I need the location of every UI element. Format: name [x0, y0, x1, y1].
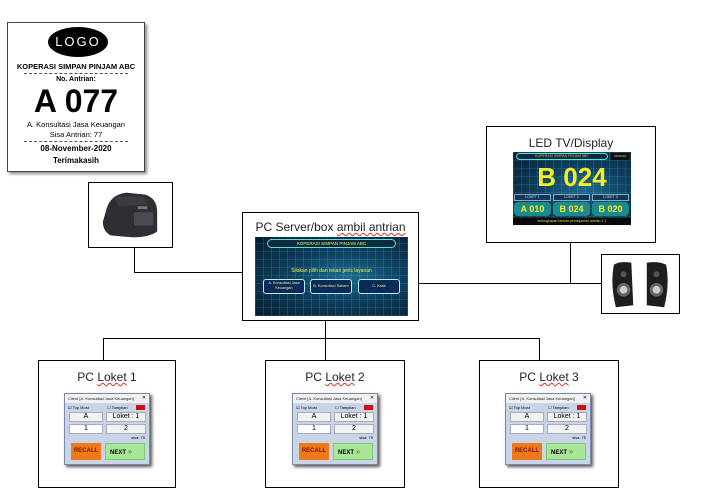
recall-button[interactable]: RECALL: [299, 443, 329, 460]
ticket-thanks: Terimakasih: [52, 156, 100, 165]
remaining-count: sisa: 75: [131, 435, 145, 440]
chevron-right-icon: »: [127, 447, 133, 456]
printer-icon: [102, 192, 158, 238]
service-button-c[interactable]: C. Kasir: [358, 279, 400, 294]
connector-printer-vertical: [134, 248, 135, 273]
next-button[interactable]: NEXT »: [333, 443, 373, 460]
called-number: 2: [547, 424, 587, 434]
loket-label: Loket : 1: [334, 412, 374, 422]
status-indicator: [136, 405, 145, 410]
display-title: LED TV/Display: [528, 136, 614, 150]
speakers-icon: [612, 262, 668, 308]
topmost-checkbox[interactable]: ☑ Top Most: [68, 405, 89, 410]
topmost-checkbox[interactable]: ☑ Top Most: [509, 405, 530, 410]
display-current-number: B 024: [537, 162, 607, 192]
server-title-prefix: PC Server/box: [255, 220, 337, 234]
loket-box-2: PC Loket 2 Client [A. Konsultasi Jasa Ke…: [265, 360, 405, 488]
connector-bus: [103, 338, 540, 339]
next-button[interactable]: NEXT »: [105, 443, 145, 460]
speakers-box: [601, 254, 680, 314]
called-number: 2: [334, 424, 374, 434]
display-ticker: kelengkapan berkas peminjaman adalah 1 2: [513, 218, 631, 225]
divider: [24, 73, 128, 74]
remaining-count: sisa: 75: [359, 435, 373, 440]
next-button[interactable]: NEXT »: [546, 443, 586, 460]
status-indicator: [577, 405, 586, 410]
connector-loket3: [539, 338, 540, 361]
number-input[interactable]: 1: [69, 424, 103, 434]
server-box: PC Server/box ambil antrian KOPERASI SIM…: [242, 212, 419, 321]
client-titlebar: Client [A. Konsultasi Jasa Keuangan]: [65, 394, 139, 403]
chevron-right-icon: »: [355, 447, 361, 456]
loket-title-1: PC Loket 1: [77, 370, 137, 384]
client-titlebar: Client [A. Konsultasi Jasa Keuangan]: [293, 394, 367, 403]
client-window-2: Client [A. Konsultasi Jasa Keuangan] ✕ ☑…: [292, 393, 378, 465]
status-indicator: [364, 405, 373, 410]
counter-label-3: LOKET 3: [592, 194, 629, 201]
service-code: A: [510, 412, 544, 422]
logo-text: LOGO: [55, 34, 101, 49]
client-window-1: Client [A. Konsultasi Jasa Keuangan] ✕ ☑…: [64, 393, 150, 465]
service-code: A: [297, 412, 331, 422]
loket-label: Loket : 1: [106, 412, 146, 422]
connector-server-down: [325, 321, 326, 361]
ticket-number-label: No. Antrian:: [56, 76, 96, 83]
chevron-right-icon: »: [568, 447, 574, 456]
printer-box: [88, 182, 173, 248]
server-screen: KOPERASI SIMPAN PINJAM ABC Silakan pilih…: [255, 237, 408, 316]
loket-label: Loket : 1: [547, 412, 587, 422]
counter-value-1: A 010: [514, 202, 551, 216]
called-number: 2: [106, 424, 146, 434]
ticket-org: KOPERASI SIMPAN PINJAM ABC: [16, 62, 136, 71]
connector-printer-horizontal: [134, 272, 243, 273]
display-clock: 00:00:00: [611, 153, 629, 160]
display-screen: KOPERASI SIMPAN PINJAM ABC 00:00:00 B 02…: [513, 152, 631, 225]
counter-value-3: B 020: [592, 202, 629, 216]
client-window-3: Client [A. Konsultasi Jasa Keuangan] ✕ ☑…: [505, 393, 591, 465]
recall-button[interactable]: RECALL: [512, 443, 542, 460]
queue-ticket: LOGO KOPERASI SIMPAN PINJAM ABC No. Antr…: [7, 22, 145, 172]
server-screen-header: KOPERASI SIMPAN PINJAM ABC: [267, 239, 396, 248]
client-titlebar: Client [A. Konsultasi Jasa Keuangan]: [506, 394, 580, 403]
remaining-count: sisa: 75: [572, 435, 586, 440]
number-input[interactable]: 1: [510, 424, 544, 434]
loket-box-1: PC Loket 1 Client [A. Konsultasi Jasa Ke…: [38, 360, 176, 488]
server-prompt: Silakan pilih dan tekan jenis layanan: [291, 268, 372, 274]
connector-loket1: [103, 338, 104, 361]
logo-icon: [48, 27, 108, 57]
divider: [24, 141, 128, 142]
close-icon[interactable]: ✕: [367, 394, 377, 403]
tampilan-checkbox[interactable]: ☐ Tampilan: [335, 405, 356, 410]
service-button-b[interactable]: B. Konsultasi Saham: [310, 279, 352, 294]
ticket-remaining: Sisa Antrian: 77: [49, 130, 103, 139]
display-header: KOPERASI SIMPAN PINJAM ABC: [516, 153, 608, 160]
ticket-service: A. Konsultasi Jasa Keuangan: [27, 120, 125, 129]
service-button-a[interactable]: A. Konsultasi Jasa Keuangan: [263, 279, 305, 294]
tampilan-checkbox[interactable]: ☐ Tampilan: [548, 405, 569, 410]
close-icon[interactable]: ✕: [139, 394, 149, 403]
connector-server-speaker: [418, 283, 601, 284]
loket-title-2: PC Loket 2: [305, 370, 365, 384]
connector-display-vertical: [570, 243, 571, 284]
loket-title-3: PC Loket 3: [519, 370, 579, 384]
counter-label-1: LOKET 1: [514, 194, 551, 201]
ticket-number: A 077: [33, 83, 119, 119]
counter-label-2: LOKET 2: [553, 194, 590, 201]
server-title: PC Server/box ambil antrian: [243, 220, 418, 234]
loket-box-3: PC Loket 3 Client [A. Konsultasi Jasa Ke…: [479, 360, 619, 488]
server-title-underlined: ambil antrian: [336, 220, 406, 234]
service-code: A: [69, 412, 103, 422]
display-box: LED TV/Display KOPERASI SIMPAN PINJAM AB…: [486, 126, 656, 243]
tampilan-checkbox[interactable]: ☐ Tampilan: [107, 405, 128, 410]
number-input[interactable]: 1: [297, 424, 331, 434]
close-icon[interactable]: ✕: [580, 394, 590, 403]
ticket-date: 08-November-2020: [40, 144, 112, 153]
recall-button[interactable]: RECALL: [71, 443, 101, 460]
counter-value-2: B 024: [553, 202, 590, 216]
topmost-checkbox[interactable]: ☑ Top Most: [296, 405, 317, 410]
